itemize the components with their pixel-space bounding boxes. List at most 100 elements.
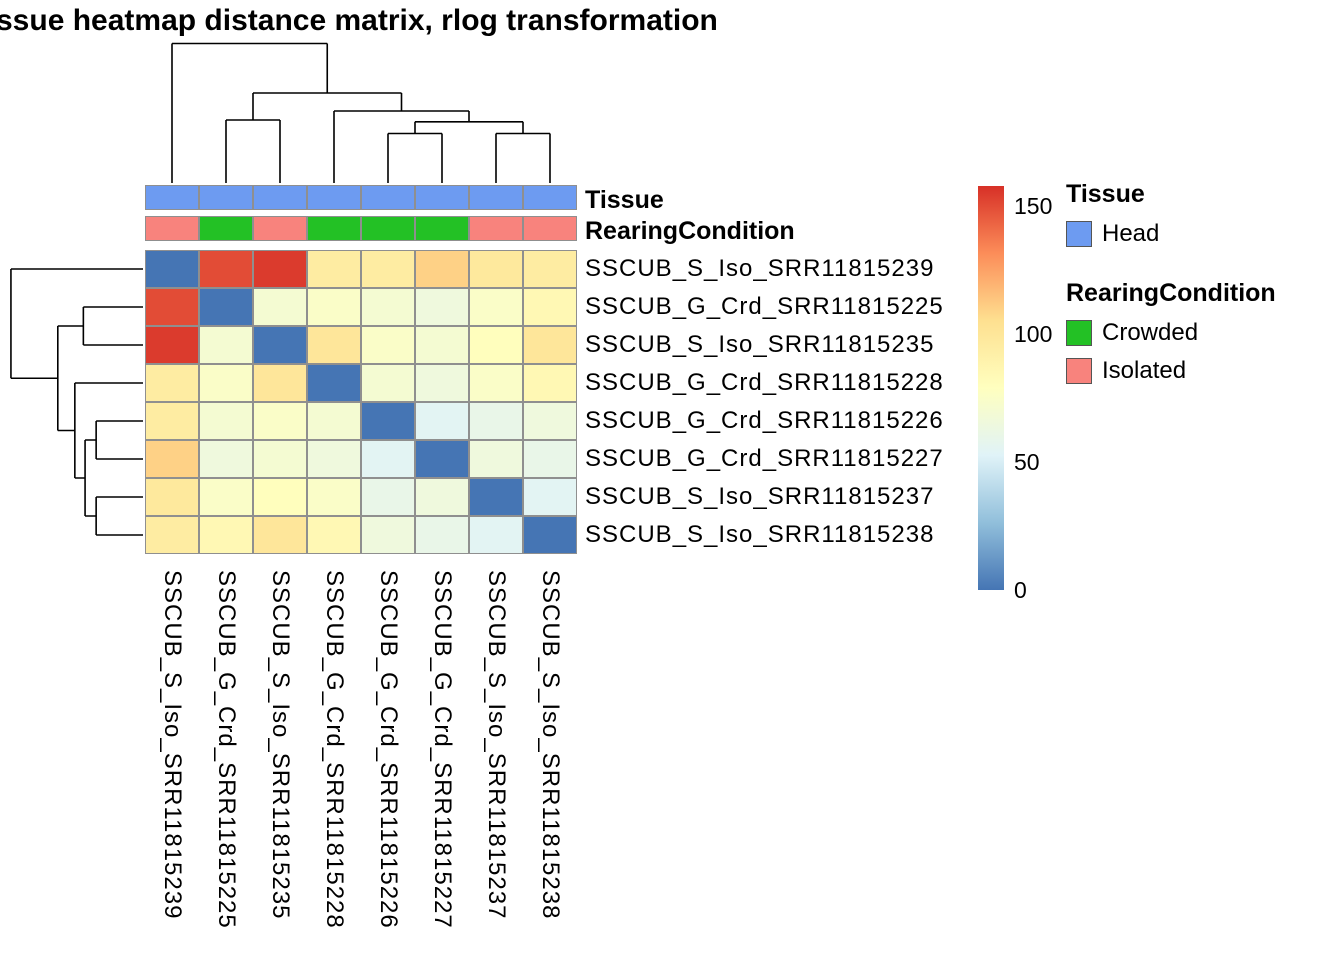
tissue-annotation-cell (469, 185, 523, 210)
legend-rearing-title: RearingCondition (1066, 279, 1276, 307)
colorbar-tick-label: 100 (1014, 321, 1053, 348)
heatmap-cell (469, 478, 523, 516)
heatmap-cell (199, 402, 253, 440)
column-label: SSCUB_S_Iso_SRR11815239 (159, 570, 186, 920)
heatmap-cell (253, 516, 307, 554)
heatmap-cell (253, 478, 307, 516)
tissue-annotation-label: Tissue (585, 186, 664, 214)
heatmap-cell (469, 326, 523, 364)
heatmap-cell (361, 250, 415, 288)
heatmap-cell (523, 402, 577, 440)
rearing-annotation-cell (253, 216, 307, 241)
heatmap-cell (361, 478, 415, 516)
heatmap-cell (523, 440, 577, 478)
tissue-annotation-cell (415, 185, 469, 210)
heatmap-cell (253, 440, 307, 478)
row-label: SSCUB_G_Crd_SRR11815225 (585, 293, 944, 320)
legend-item-isolated: Isolated (1066, 352, 1336, 390)
heatmap-cell (469, 516, 523, 554)
tissue-swatch-head (1066, 221, 1092, 247)
heatmap-cell (523, 250, 577, 288)
rearing-annotation-cell (199, 216, 253, 241)
chart-title: ssue heatmap distance matrix, rlog trans… (0, 4, 718, 37)
rearing-swatch-crowded (1066, 320, 1092, 346)
heatmap-cell (307, 516, 361, 554)
heatmap-cell (145, 402, 199, 440)
heatmap-cell (145, 516, 199, 554)
colorbar-tick-label: 0 (1014, 577, 1027, 603)
heatmap-cell (145, 478, 199, 516)
rearing-annotation-cell (145, 216, 199, 241)
row-label: SSCUB_S_Iso_SRR11815235 (585, 331, 935, 358)
heatmap-cell (307, 288, 361, 326)
tissue-annotation-cell (307, 185, 361, 210)
heatmap-cell (415, 288, 469, 326)
tissue-annotation-cell (361, 185, 415, 210)
heatmap-cell (307, 402, 361, 440)
heatmap-cell (253, 326, 307, 364)
heatmap-cell (415, 440, 469, 478)
heatmap-cell (523, 288, 577, 326)
legend-tissue-title: Tissue (1066, 180, 1145, 208)
column-label: SSCUB_G_Crd_SRR11815225 (213, 570, 240, 929)
tissue-annotation-cell (145, 185, 199, 210)
legend-item-head: Head (1066, 215, 1336, 253)
column-label: SSCUB_G_Crd_SRR11815228 (321, 570, 348, 929)
heatmap-cell (199, 250, 253, 288)
row-label: SSCUB_G_Crd_SRR11815228 (585, 369, 944, 396)
column-dendrogram (171, 42, 551, 183)
heatmap-cell (199, 516, 253, 554)
heatmap-cell (523, 364, 577, 402)
row-label: SSCUB_S_Iso_SRR11815237 (585, 483, 935, 510)
colorbar (978, 186, 1004, 590)
heatmap-cell (469, 288, 523, 326)
heatmap-cell (199, 478, 253, 516)
heatmap-cell (253, 250, 307, 288)
heatmap-cell (361, 364, 415, 402)
row-dendrogram (10, 268, 143, 536)
row-label: SSCUB_S_Iso_SRR11815239 (585, 255, 935, 282)
rearing-annotation-cell (469, 216, 523, 241)
heatmap-cell (415, 364, 469, 402)
heatmap-cell (307, 478, 361, 516)
heatmap-cell (307, 440, 361, 478)
colorbar-tick-label: 150 (1014, 193, 1053, 220)
column-label: SSCUB_S_Iso_SRR11815235 (267, 570, 294, 920)
heatmap-cell (523, 478, 577, 516)
heatmap-cell (145, 326, 199, 364)
heatmap-cell (361, 402, 415, 440)
heatmap-cell (469, 402, 523, 440)
rearing-annotation-label: RearingCondition (585, 217, 795, 245)
heatmap-cell (469, 440, 523, 478)
heatmap-cell (361, 516, 415, 554)
row-label: SSCUB_G_Crd_SRR11815227 (585, 445, 944, 472)
tissue-annotation-cell (253, 185, 307, 210)
heatmap-cell (307, 364, 361, 402)
heatmap-cell (415, 402, 469, 440)
heatmap-cell (361, 326, 415, 364)
heatmap-cell (307, 250, 361, 288)
heatmap-cell (199, 288, 253, 326)
heatmap-cell (523, 516, 577, 554)
column-label: SSCUB_S_Iso_SRR11815238 (537, 570, 564, 920)
rearing-annotation-cell (307, 216, 361, 241)
legend-tissue-items: Head (1066, 215, 1336, 253)
heatmap-cell (415, 326, 469, 364)
heatmap-cell (253, 364, 307, 402)
heatmap-cell (199, 326, 253, 364)
legend-item-crowded: Crowded (1066, 314, 1336, 352)
rearing-annotation-cell (361, 216, 415, 241)
heatmap-cell (469, 250, 523, 288)
column-label: SSCUB_G_Crd_SRR11815226 (375, 570, 402, 929)
row-label: SSCUB_G_Crd_SRR11815226 (585, 407, 944, 434)
tissue-annotation-cell (523, 185, 577, 210)
heatmap-cell (145, 440, 199, 478)
legend-item-label: Head (1102, 220, 1160, 247)
heatmap-grid (145, 250, 577, 554)
heatmap-cell (199, 364, 253, 402)
heatmap-cell (145, 364, 199, 402)
heatmap-cell (469, 364, 523, 402)
heatmap-cell (253, 402, 307, 440)
